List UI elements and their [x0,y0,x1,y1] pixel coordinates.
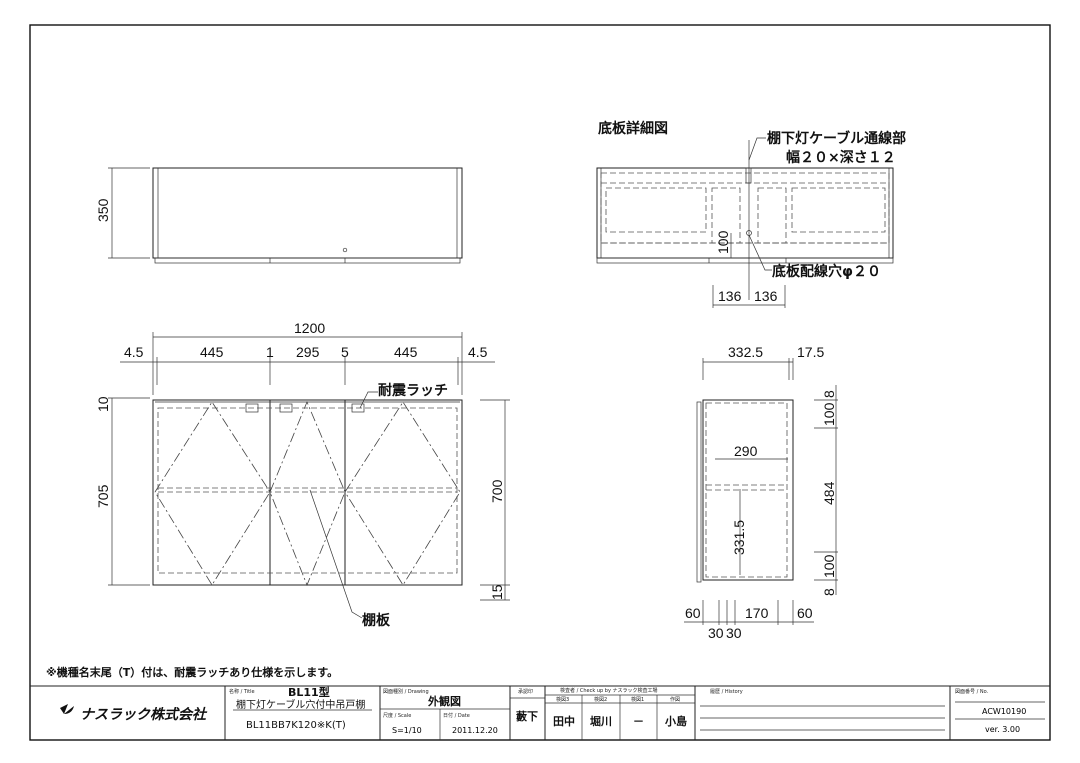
dim-100-top: 100 [821,402,837,426]
latch-label: 耐震ラッチ [378,382,448,399]
dim-17-5: 17.5 [797,344,824,360]
dim-100-bottom: 100 [821,554,837,578]
dim-170: 170 [745,605,769,621]
check-col-label: 検図2 [594,696,607,703]
checker-name: 堀川 [590,714,612,728]
date-field-label: 日付 / Date [443,712,470,719]
dim-8-bottom: 8 [821,588,837,596]
company-logo: ナスラック株式会社 [60,704,208,723]
drawing-version: ver. 3.00 [985,725,1020,734]
dim-segment: 445 [394,344,418,360]
front-view: 1200 4.5 445 1 295 5 445 4.5 10 705 700 … [95,320,510,629]
bottom-detail-view: 底板詳細図 100 棚下灯ケーブル通線部 幅２０×深さ１２ 底板配線穴φ２０ 1… [596,120,906,308]
dim-segment: 5 [341,344,349,360]
model-number: BL11BB7K120※K(T) [246,720,346,731]
drawing-number: ACW10190 [982,707,1026,716]
side-view: 290 331.5 332.5 17.5 8 100 484 100 8 60 … [684,344,838,641]
approver-name: 藪下 [516,709,538,723]
dim-705: 705 [95,484,111,508]
check-field-label: 検査者 / Check up by ナスラック検査工場 [560,687,658,694]
dim-10: 10 [95,396,111,412]
dim-60-right: 60 [797,605,813,621]
shelf-label: 棚板 [362,612,391,629]
dim-484: 484 [821,481,837,505]
approval-field-label: 承認印 [518,688,533,695]
dim-136-right: 136 [754,288,778,304]
history-field-label: 履歴 / History [710,689,743,695]
title-line2: 棚下灯ケーブル穴付中吊戸棚 [236,698,365,711]
check-col-label: 作図 [670,696,680,703]
dim-30-b: 30 [726,625,742,641]
dim-height-350: 350 [95,198,111,222]
check-col-label: 検図3 [556,696,569,703]
check-col-label: 検図1 [631,696,644,703]
dim-segment: 295 [296,344,320,360]
dim-segment: 445 [200,344,224,360]
title-line1: BL11型 [288,685,330,699]
top-view: 350 [95,167,463,264]
spec-note: ※機種名末尾（T）付は、耐震ラッチあり仕様を示します。 [46,665,338,679]
dim-segment: 1 [266,344,274,360]
sheet-border [29,24,1051,741]
cable-label-line1: 棚下灯ケーブル通線部 [767,130,906,147]
dim-overall-1200: 1200 [294,320,325,336]
checker-name: － [633,715,644,728]
checker-name: 田中 [553,714,575,728]
dim-60-left: 60 [685,605,701,621]
date-value: 2011.12.20 [452,726,498,735]
dim-8-top: 8 [821,390,837,398]
scale-value: S=1/10 [392,726,422,735]
bottom-detail-title: 底板詳細図 [598,120,668,137]
drafter-name: 小島 [664,714,687,728]
dim-332-5: 332.5 [728,344,763,360]
dim-331-5: 331.5 [731,520,747,555]
dim-segment: 4.5 [468,344,488,360]
company-name: ナスラック株式会社 [80,706,208,723]
dim-30-a: 30 [708,625,724,641]
dim-segment: 4.5 [124,344,144,360]
dim-15: 15 [489,584,505,600]
dim-290: 290 [734,443,758,459]
dim-700: 700 [489,479,505,503]
number-field-label: 図面番号 / No. [955,688,989,695]
hole-label: 底板配線穴φ２０ [772,263,881,280]
title-block: ナスラック株式会社 名称 / Title BL11型 棚下灯ケーブル穴付中吊戸棚… [30,685,1050,740]
title-field-label: 名称 / Title [229,688,255,695]
dim-136-left: 136 [718,288,742,304]
cable-label-line2: 幅２０×深さ１２ [786,149,896,166]
scale-field-label: 尺度 / Scale [383,712,411,719]
drawing-field-label: 図面種別 / Drawing [383,688,429,695]
dim-100: 100 [715,230,731,254]
drawing-type: 外観図 [427,694,461,708]
